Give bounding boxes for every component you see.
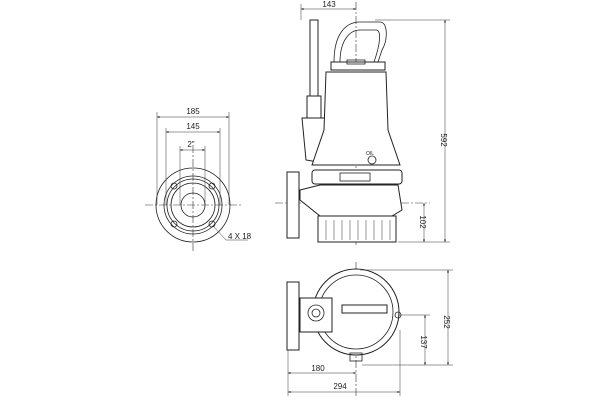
- cross-bar: [341, 304, 388, 314]
- motor-housing: [311, 71, 401, 166]
- handle: [333, 21, 387, 63]
- dim-592: 592: [439, 133, 448, 147]
- cable-gland: [306, 95, 322, 119]
- outlet-flange-top: [286, 281, 300, 351]
- bolt-hole: [208, 220, 216, 228]
- dim-145: 145: [186, 122, 200, 131]
- bolt-hole: [170, 182, 178, 190]
- cable-pipe: [309, 19, 319, 101]
- top-view: 252 137 180 294: [286, 262, 453, 398]
- outlet-bore: [307, 304, 325, 322]
- outlet-flange: [286, 171, 300, 239]
- dim-180: 180: [311, 364, 325, 373]
- oil-label: OIL: [366, 151, 374, 157]
- flange-ring: [163, 175, 223, 235]
- motor-cap: [330, 61, 386, 71]
- dim-294: 294: [333, 382, 347, 391]
- dim-bore: 2": [187, 140, 194, 149]
- flange-face: [170, 182, 216, 228]
- bolt-hole: [170, 220, 178, 228]
- dim-252: 252: [442, 315, 451, 329]
- dim-102: 102: [418, 215, 427, 229]
- strainer: [317, 215, 397, 243]
- bolt-hole: [208, 182, 216, 190]
- outlet-body: [299, 297, 333, 333]
- pump-housing: [299, 184, 403, 217]
- flange-ring-inner: [166, 178, 220, 232]
- oil-plug: [367, 155, 377, 165]
- hole-note: 4 X 18: [228, 232, 252, 241]
- flange-outer: [155, 167, 231, 243]
- dim-137: 137: [419, 335, 428, 349]
- volute-ring: [311, 169, 403, 185]
- dim-143: 143: [322, 0, 336, 9]
- dim-185: 185: [186, 107, 200, 116]
- flange-view: 185 145 2" 4 X 18: [145, 107, 252, 252]
- side-view: OIL 143 592 102: [275, 0, 450, 245]
